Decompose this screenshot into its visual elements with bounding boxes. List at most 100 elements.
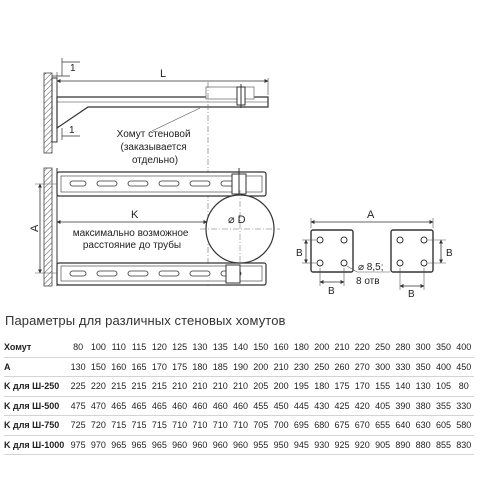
- table-cell: 190: [230, 357, 251, 377]
- table-cell: 425: [331, 396, 353, 416]
- table-cell: 405: [372, 396, 393, 416]
- dim-label-offset-bottom: 1: [69, 125, 75, 136]
- table-cell: 655: [372, 415, 393, 436]
- table-cell: 955: [250, 435, 271, 455]
- wall-plate-top: [51, 77, 58, 143]
- dim-label-K: K: [131, 209, 139, 221]
- bracket-technical-drawing: L 1 1 Хомут стеновой (заказывается отдел…: [29, 58, 453, 300]
- table-cell: 580: [453, 415, 474, 436]
- table-cell: 460: [230, 396, 251, 416]
- table-cell: 680: [311, 415, 332, 436]
- table-cell: 965: [108, 435, 129, 455]
- max-distance-note: максимально возможное расстояние до труб…: [73, 228, 192, 251]
- table-cell: 160: [270, 338, 292, 358]
- table-cell: 640: [392, 415, 414, 436]
- row-label: K для Ш-750: [4, 415, 68, 436]
- table-cell: 400: [433, 357, 454, 377]
- table-cell: 200: [250, 357, 271, 377]
- table-cell: 105: [433, 376, 454, 397]
- row-label: K для Ш-1000: [4, 435, 68, 455]
- table-cell: 970: [88, 435, 109, 455]
- table-title: Параметры для различных стеновых хомутов: [5, 313, 286, 328]
- table-cell: 130: [413, 376, 434, 397]
- table-cell: 675: [331, 415, 353, 436]
- plate-right: [390, 229, 434, 273]
- table-cell: 225: [68, 376, 89, 397]
- table-cell: 960: [169, 435, 190, 455]
- dim-label-L: L: [160, 68, 166, 80]
- plate-dim-label-B-right-horizontal: B: [408, 289, 415, 300]
- table-cell: 210: [189, 376, 211, 397]
- row-label: Хомут: [4, 338, 68, 358]
- table-cell: 460: [189, 396, 211, 416]
- table-cell: 210: [210, 376, 231, 397]
- table-cell: 430: [311, 396, 332, 416]
- table-cell: 715: [128, 415, 150, 436]
- table-cell: 160: [108, 357, 129, 377]
- side-view: L 1 1 Хомут стеновой (заказывается отдел…: [43, 58, 269, 288]
- table-cell: 945: [291, 435, 312, 455]
- mounting-plate-view: A B B B B ⌀ 8,5;: [296, 209, 453, 300]
- row-label: K для Ш-500: [4, 396, 68, 416]
- table-cell: 630: [413, 415, 434, 436]
- table-cell: 960: [230, 435, 251, 455]
- table-cell: 455: [250, 396, 271, 416]
- table-cell: 950: [270, 435, 292, 455]
- table-cell: 220: [88, 376, 109, 397]
- table-cell: 330: [392, 357, 414, 377]
- table-cell: 700: [270, 415, 292, 436]
- wall-hatch-bottom: [43, 167, 53, 287]
- dim-label-D: ⌀ D: [228, 214, 246, 226]
- table-cell: 855: [433, 435, 454, 455]
- table-cell: 200: [311, 338, 332, 358]
- table-cell: 215: [108, 376, 129, 397]
- wall-hatch-top: [43, 72, 53, 154]
- table-cell: 125: [169, 338, 190, 358]
- table-cell: 300: [413, 338, 434, 358]
- table-cell: 130: [68, 357, 89, 377]
- table-cell: 710: [210, 415, 231, 436]
- table-cell: 210: [230, 376, 251, 397]
- table-cell: 280: [392, 338, 414, 358]
- table-cell: 445: [291, 396, 312, 416]
- table-cell: 350: [433, 338, 454, 358]
- plate-dim-label-B-right-vertical: B: [446, 248, 453, 259]
- table-cell: 400: [453, 338, 474, 358]
- table-cell: 210: [169, 376, 190, 397]
- plate-dim-label-A: A: [367, 209, 375, 221]
- table-cell: 465: [149, 396, 170, 416]
- dim-label-offset-top: 1: [70, 63, 76, 74]
- table-cell: 450: [453, 357, 474, 377]
- table-cell: 150: [88, 357, 109, 377]
- table-cell: 260: [331, 357, 353, 377]
- table-cell: 135: [210, 338, 231, 358]
- table-cell: 205: [250, 376, 271, 397]
- top-view: ⌀ D A K максимально возможное расстояние…: [29, 167, 280, 287]
- table-cell: 115: [128, 338, 150, 358]
- plate-dim-label-B-left-horizontal: B: [328, 286, 335, 297]
- row-label: K для Ш-250: [4, 376, 68, 397]
- table-cell: 975: [68, 435, 89, 455]
- table-cell: 905: [372, 435, 393, 455]
- table-cell: 470: [88, 396, 109, 416]
- table-cell: 420: [352, 396, 373, 416]
- table-cell: 460: [169, 396, 190, 416]
- table-cell: 960: [210, 435, 231, 455]
- table-cell: 710: [169, 415, 190, 436]
- table-cell: 150: [250, 338, 271, 358]
- table-cell: 250: [372, 338, 393, 358]
- table-cell: 170: [149, 357, 170, 377]
- table-cell: 715: [108, 415, 129, 436]
- table-cell: 175: [331, 376, 353, 397]
- plate-dim-label-B-left-vertical: B: [296, 248, 303, 259]
- table-cell: 670: [352, 415, 373, 436]
- dim-label-A-vertical: A: [29, 224, 41, 232]
- table-cell: 270: [352, 357, 373, 377]
- table-cell: 465: [108, 396, 129, 416]
- table-cell: 330: [453, 396, 474, 416]
- plate-left: [310, 229, 354, 273]
